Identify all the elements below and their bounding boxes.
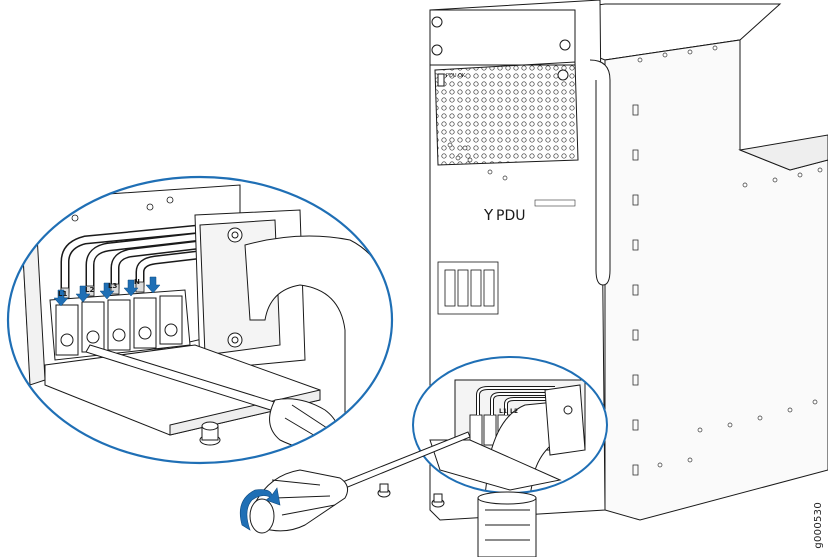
figure-id: g000530 xyxy=(813,502,824,549)
small-label-l2: L2 xyxy=(510,408,518,415)
rotate-arrow-icon xyxy=(239,487,281,531)
pdu-logo-mark: Y xyxy=(483,206,494,224)
label-l1: L1 xyxy=(58,290,67,298)
screwdriver xyxy=(249,431,471,534)
conduit-below xyxy=(477,491,537,557)
label-l2: L2 xyxy=(85,286,94,294)
small-terminal-callout: L1 L2 xyxy=(412,356,608,494)
pdu-ok-label: PDU OK xyxy=(446,73,466,79)
label-l3: L3 xyxy=(108,282,117,290)
pdu-logo: Y PDU xyxy=(483,206,525,224)
pdu-logo-text: PDU xyxy=(496,208,525,224)
large-callout-ring xyxy=(6,175,394,465)
label-n: N xyxy=(134,278,140,286)
small-label-l1: L1 xyxy=(499,408,507,415)
base-bolts xyxy=(377,483,445,508)
large-terminal-callout: L1 L2 L3 N xyxy=(6,175,394,465)
